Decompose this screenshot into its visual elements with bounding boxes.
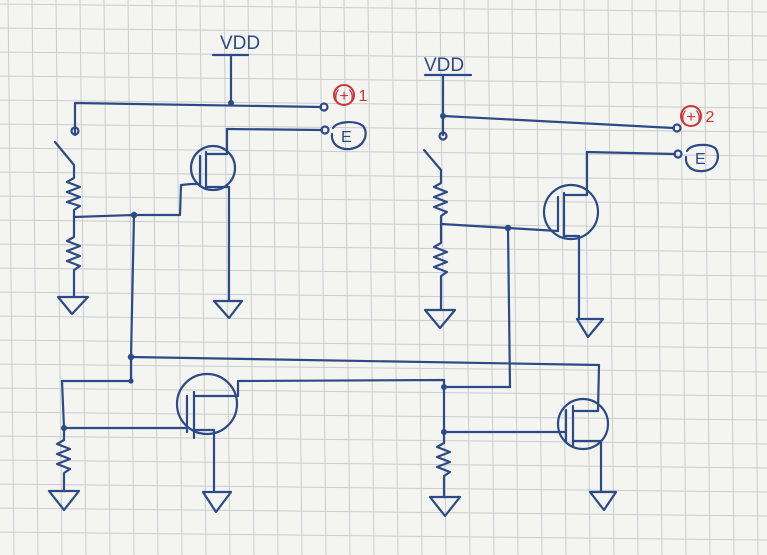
grid-line <box>31 0 39 555</box>
vdd-rail-left <box>73 101 323 133</box>
resistor-icon <box>65 215 82 298</box>
drain-to-e-left <box>225 127 324 132</box>
grid-line <box>0 315 767 325</box>
grid-line <box>487 0 495 555</box>
grid-line <box>0 267 767 277</box>
grid-line <box>559 0 567 555</box>
grid-line <box>367 0 375 555</box>
ground-icon <box>47 489 81 512</box>
junction-dots <box>61 100 512 435</box>
ground-icon <box>201 490 233 514</box>
vdd-rail-right <box>441 114 676 130</box>
grid-line <box>0 411 767 421</box>
grid-line <box>0 99 767 109</box>
grid-line <box>679 0 687 555</box>
grid-line <box>0 291 767 301</box>
grid-line <box>0 387 767 397</box>
bias-node-wire-left <box>72 182 193 219</box>
mosfet-icon <box>189 127 237 302</box>
grid-line <box>0 459 767 469</box>
grid-line <box>727 0 735 555</box>
ground-icon <box>56 295 90 316</box>
vdd-label-right: VDD <box>424 55 464 76</box>
grid-line <box>343 0 351 555</box>
grid-line <box>0 195 767 205</box>
ground-icon <box>212 299 244 320</box>
vdd-label-left: VDD <box>220 33 260 54</box>
grid-line <box>319 0 327 555</box>
vdd-supply-left <box>211 53 250 105</box>
terminal-e-node <box>673 149 683 159</box>
terminal-plus2-label: (+) 2 <box>681 109 714 126</box>
terminal-plus1-node <box>319 102 329 112</box>
grid-line <box>127 0 135 555</box>
grid-line <box>391 0 399 555</box>
terminal-plus1-circle <box>333 84 355 106</box>
ground-icon <box>428 495 462 518</box>
grid-line <box>0 147 767 157</box>
grid-line <box>0 531 767 541</box>
ground-icon <box>575 317 605 339</box>
right-bias-drop-wire <box>506 226 512 389</box>
grid-line <box>583 0 591 555</box>
mosfet-icon <box>556 363 610 494</box>
grid-line <box>0 3 767 13</box>
terminal-e-label-right: E <box>695 151 706 168</box>
grid-line <box>0 339 767 349</box>
resistor-icon <box>55 379 72 492</box>
grid-line <box>0 123 767 133</box>
grid-line <box>703 0 711 555</box>
grid-line <box>655 0 663 555</box>
vdd-supply-right <box>423 73 473 137</box>
grid-line <box>175 0 183 555</box>
terminal-e-loop-right <box>684 143 719 173</box>
grid-line <box>535 0 543 555</box>
grid-line <box>103 0 111 555</box>
grid-line <box>631 0 639 555</box>
terminal-plus2-circle <box>680 105 702 127</box>
grid-line <box>79 0 87 555</box>
mosfet-icon <box>542 150 600 320</box>
grid-line <box>0 435 767 445</box>
resistor-icon <box>432 222 449 312</box>
ground-icon <box>423 308 457 330</box>
terminal-plus1-label: (+) 1 <box>334 88 367 105</box>
grid-line <box>463 0 471 555</box>
resistor-icon <box>432 168 449 226</box>
resistor-icon <box>435 385 452 499</box>
grid-line <box>0 27 767 37</box>
grid-line <box>511 0 519 555</box>
drain-to-e-right <box>585 150 677 156</box>
grid-line <box>0 483 767 493</box>
terminal-e-label-left: E <box>341 129 352 146</box>
grid-line <box>607 0 615 555</box>
grid-line <box>0 51 767 61</box>
grid-line <box>751 0 759 555</box>
grid-line <box>295 0 303 555</box>
ground-icon <box>588 490 618 512</box>
terminal-e-node <box>320 125 330 135</box>
grid-line <box>7 0 15 555</box>
grid-line <box>0 507 767 517</box>
grid-line <box>0 75 767 85</box>
switch-icon <box>53 126 80 167</box>
resistor-icon <box>65 164 82 219</box>
grid-line <box>0 363 767 373</box>
grid-line <box>151 0 159 555</box>
mosfet-icon <box>175 372 512 493</box>
switch-icon <box>422 131 448 172</box>
terminal-plus2-node <box>672 123 682 133</box>
grid-line <box>415 0 423 555</box>
grid-line <box>0 243 767 253</box>
grid-line <box>0 219 767 229</box>
terminal-e-loop-left <box>330 121 367 151</box>
grid-line <box>439 0 447 555</box>
grid-line <box>0 171 767 181</box>
